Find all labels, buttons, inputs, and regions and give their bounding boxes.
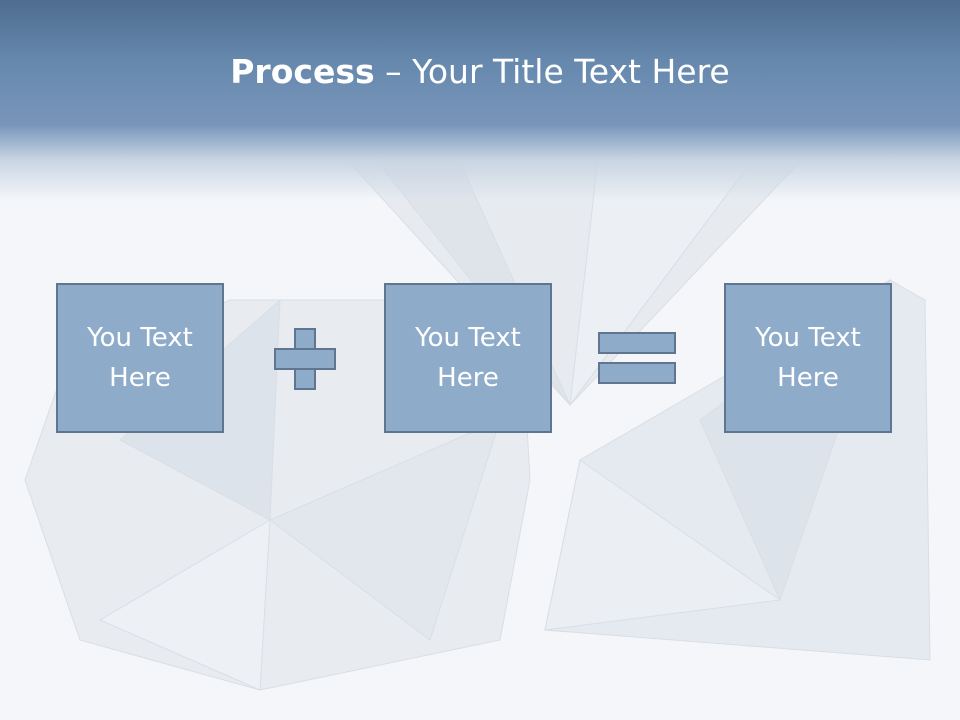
box-text-line: You Text: [87, 323, 193, 353]
box-text-line: You Text: [415, 323, 521, 353]
slide-title: Process – Your Title Text Here: [0, 52, 960, 91]
box-text-line: Here: [437, 363, 499, 393]
title-rest: – Your Title Text Here: [374, 52, 730, 91]
title-bold: Process: [230, 52, 375, 91]
box-text-line: You Text: [755, 323, 861, 353]
box-text-line: Here: [109, 363, 171, 393]
title-bar: [0, 0, 960, 200]
box-text-line: Here: [777, 363, 839, 393]
